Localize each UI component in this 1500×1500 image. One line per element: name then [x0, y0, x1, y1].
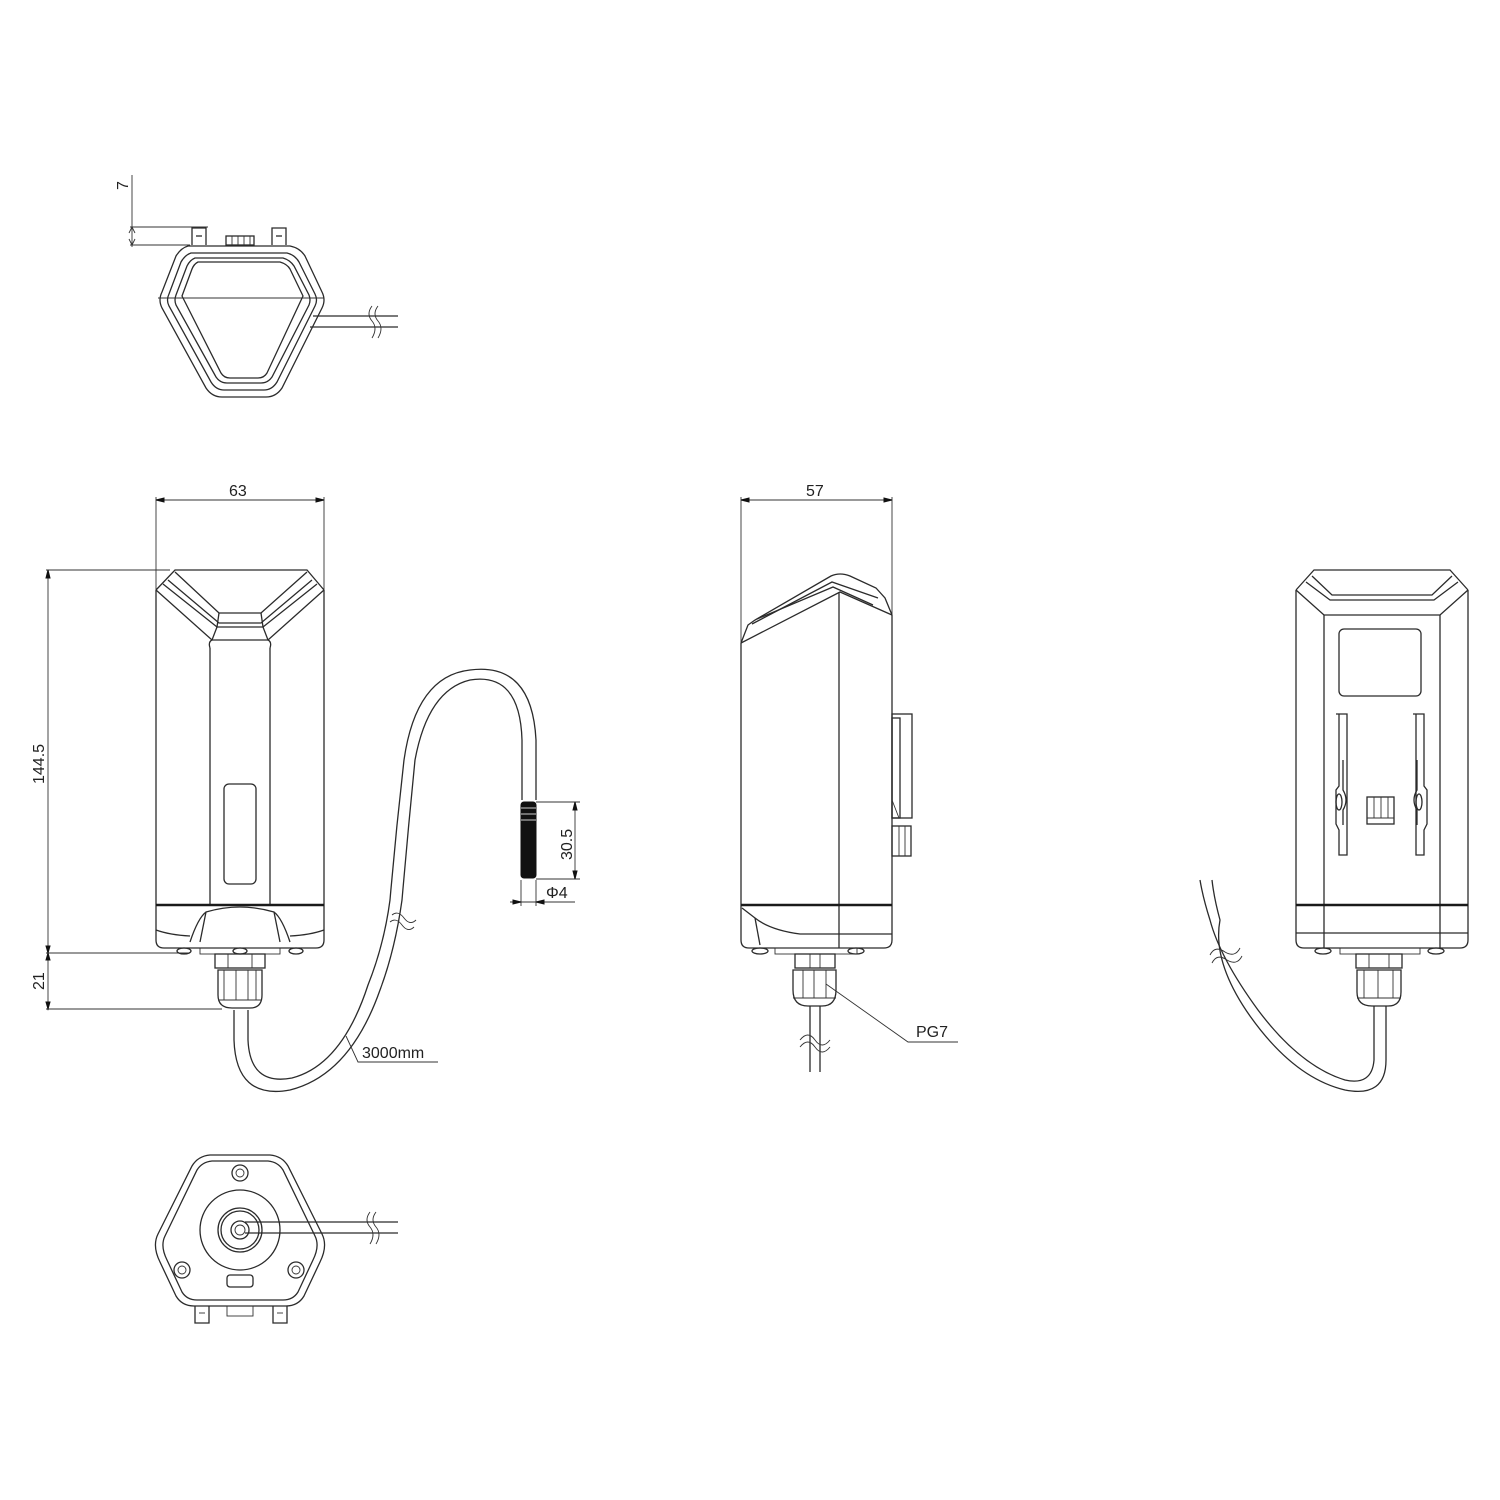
- front-view: 63 144.5 21: [31, 483, 580, 1092]
- front-gland-21: 21: [31, 972, 48, 990]
- probe-diameter-phi4: Φ4: [546, 885, 568, 902]
- side-gland-pg7: PG7: [916, 1024, 948, 1041]
- side-width-57: 57: [806, 483, 824, 500]
- back-view: [1199, 569, 1469, 1092]
- top-view-dim-7: 7: [115, 181, 132, 190]
- front-height-144-5: 144.5: [31, 744, 48, 784]
- cable-length-3000mm: 3000mm: [362, 1045, 424, 1062]
- side-view: 57: [740, 483, 958, 1072]
- front-width-63: 63: [229, 483, 247, 500]
- top-view: 7: [115, 175, 398, 398]
- probe-length-30-5: 30.5: [559, 829, 576, 860]
- bottom-view: [154, 1154, 398, 1324]
